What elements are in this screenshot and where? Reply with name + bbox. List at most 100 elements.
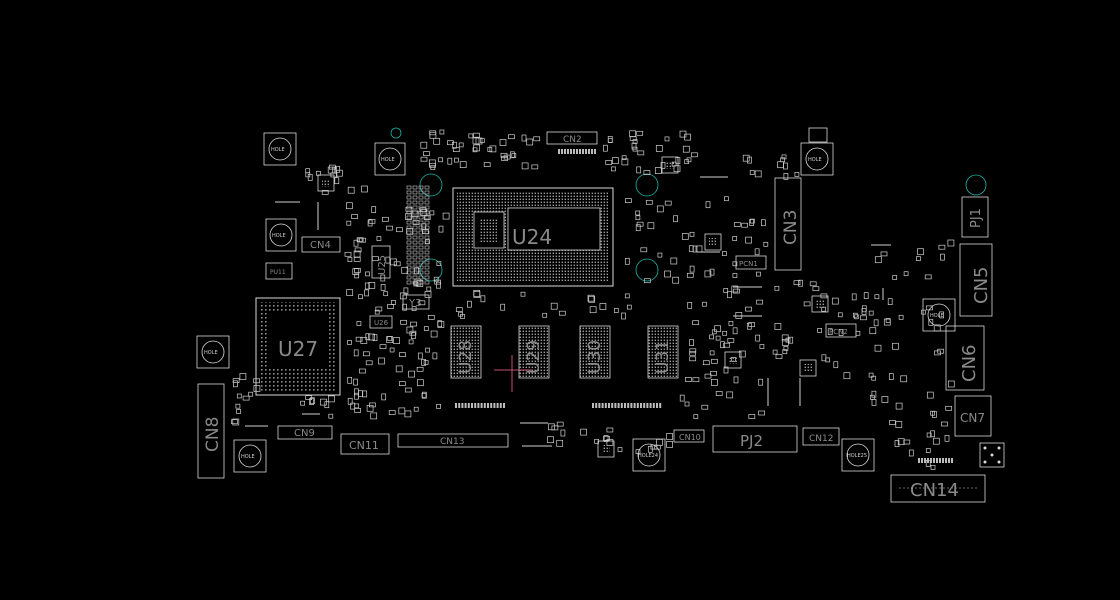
mount-hole-left-edge[interactable]: HOLE	[196, 335, 230, 369]
chip-u26[interactable]: U26	[369, 315, 393, 329]
passive-part	[353, 378, 358, 386]
connector-cn5[interactable]: CN5	[959, 243, 993, 317]
chip-u30[interactable]: U30	[579, 325, 611, 379]
pin	[951, 458, 953, 463]
passive-part	[793, 280, 801, 286]
mount-hole-top-left[interactable]: HOLE	[263, 132, 297, 166]
passive-part	[705, 201, 711, 209]
passive-part	[874, 256, 882, 264]
mount-hole-hole24[interactable]: HOLE24	[632, 438, 666, 472]
connector-cn14[interactable]: CN14	[890, 474, 986, 503]
passive-part	[831, 297, 839, 305]
passive-part	[489, 145, 497, 153]
qfn-chip	[317, 174, 335, 192]
passive-part	[749, 170, 755, 175]
connector-cn9[interactable]: CN9	[277, 425, 333, 440]
passive-part	[473, 291, 481, 298]
passive-part	[354, 247, 362, 253]
pin	[652, 403, 655, 408]
chip-u28[interactable]: U28	[450, 325, 482, 379]
passive-part	[420, 209, 428, 216]
connector-cn11[interactable]: CN11	[340, 433, 390, 455]
chip-u29[interactable]: U29	[518, 325, 550, 379]
pin	[483, 403, 486, 408]
connector-pj1[interactable]: PJ1	[961, 196, 989, 238]
pin	[573, 149, 575, 154]
passive-part	[353, 349, 359, 357]
cn4-label: CN4	[310, 240, 331, 251]
chip-pu11[interactable]: PU11	[265, 262, 293, 280]
passive-part	[408, 370, 415, 378]
pad	[406, 270, 412, 275]
connector-cn6[interactable]: CN6	[945, 325, 985, 391]
pj1-label: PJ1	[969, 208, 984, 228]
mount-hole-hole25[interactable]: HOLE25	[841, 438, 875, 472]
pad	[406, 185, 412, 190]
passive-part	[709, 268, 715, 276]
pad	[406, 255, 412, 260]
passive-part	[406, 227, 413, 235]
pin	[561, 149, 563, 154]
pad	[424, 265, 430, 270]
passive-part	[684, 159, 690, 164]
passive-part	[916, 256, 921, 261]
pad	[412, 240, 418, 245]
connector-cn13[interactable]: CN13	[397, 433, 509, 448]
passive-part	[702, 301, 707, 307]
cn6-label: CN6	[959, 345, 980, 383]
connector-pcn2[interactable]: PCN2	[825, 323, 857, 338]
connector-cn4[interactable]: CN4	[301, 236, 341, 253]
connector-cn8[interactable]: CN8	[197, 383, 225, 479]
hole-label: HOLE	[241, 454, 255, 460]
pin	[617, 403, 620, 408]
pad	[424, 270, 430, 275]
pad	[424, 220, 430, 225]
passive-part	[389, 347, 395, 353]
connector-cn12[interactable]: CN12	[802, 427, 840, 446]
qfn-core	[322, 179, 330, 187]
pin	[930, 458, 932, 463]
pad	[424, 235, 430, 240]
passive-part	[307, 174, 313, 181]
chip-u24[interactable]: U24	[452, 187, 614, 287]
connector-pcn1[interactable]: PCN1	[735, 255, 767, 270]
connector-pj2[interactable]: PJ2	[712, 425, 798, 453]
connector-cn7[interactable]: CN7	[954, 395, 992, 437]
passive-part	[599, 303, 607, 310]
passive-part	[838, 329, 844, 336]
mount-hole-bottom-left[interactable]: HOLE	[233, 439, 267, 473]
mount-hole-top-center[interactable]: HOLE	[374, 142, 406, 176]
passive-part	[503, 154, 511, 160]
chip-u27[interactable]: U27	[255, 297, 341, 396]
passive-part	[346, 202, 353, 210]
passive-part	[417, 379, 424, 387]
passive-part	[379, 344, 387, 349]
mount-hole-top-right[interactable]: HOLE	[800, 142, 834, 176]
pad	[418, 185, 424, 190]
passive-part	[833, 361, 839, 369]
passive-part	[363, 351, 370, 357]
passive-part	[393, 261, 401, 267]
passive-part	[436, 404, 441, 409]
passive-part	[354, 273, 360, 279]
passive-part	[745, 236, 752, 244]
passive-part	[427, 315, 435, 320]
pin	[649, 403, 652, 408]
passive-part	[433, 276, 439, 282]
passive-part	[421, 223, 427, 231]
passive-part	[672, 276, 680, 284]
mount-hole-left-mid[interactable]: HOLE	[265, 218, 297, 252]
passive-part	[722, 251, 727, 256]
connector-cn2[interactable]: CN2	[546, 131, 598, 145]
passive-part	[774, 323, 782, 330]
connector-cn10[interactable]: CN10	[673, 429, 705, 443]
pad	[406, 275, 412, 280]
pad	[418, 245, 424, 250]
passive-part	[236, 393, 242, 399]
chip-u31[interactable]: U31	[647, 325, 679, 379]
passive-part	[550, 302, 558, 310]
cn2-label: CN2	[563, 135, 582, 145]
passive-part	[458, 142, 464, 148]
passive-part	[709, 334, 714, 340]
passive-part	[908, 449, 914, 457]
